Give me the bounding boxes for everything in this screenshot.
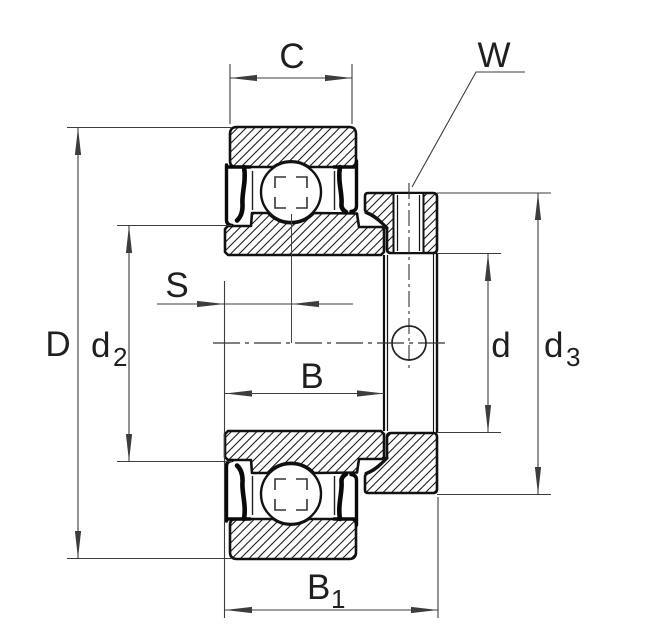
dim-label-D: D <box>45 325 70 364</box>
collar-eccentric-edge-upper <box>364 210 389 230</box>
dimension-d <box>437 252 501 434</box>
dim-label-d3-sub: 3 <box>566 342 580 372</box>
dim-label-S: S <box>165 266 188 305</box>
cage-mark-upper <box>274 176 308 209</box>
dim-label-B1-sub: 1 <box>331 584 345 614</box>
dim-label-d2-sub: 2 <box>113 342 127 372</box>
dim-label-d2: d <box>91 326 110 365</box>
dimension-d3 <box>437 192 551 496</box>
ball-lower <box>259 462 323 526</box>
dimension-B <box>225 390 384 397</box>
collar-eccentric-edge-lower <box>364 456 389 476</box>
seal-lip-edges <box>251 171 336 515</box>
seal-upper-right <box>332 159 359 215</box>
ball-upper <box>259 160 323 224</box>
dim-label-B: B <box>300 357 323 396</box>
seal-lower-left <box>224 458 252 523</box>
dim-label-W: W <box>477 36 510 75</box>
dimension-D <box>67 126 231 560</box>
leader-line-W <box>411 71 525 188</box>
dimension-S <box>157 300 353 308</box>
dimension-d2 <box>117 224 232 463</box>
cage-mark-lower <box>274 478 308 511</box>
dim-label-d: d <box>491 326 510 365</box>
dim-label-d3: d <box>544 326 563 365</box>
seal-upper-left <box>224 163 252 228</box>
set-screw-hole-circle <box>391 325 427 361</box>
dim-label-C: C <box>279 37 304 76</box>
seal-lower-right <box>332 471 359 527</box>
dimension-B1 <box>223 281 439 618</box>
dimension-C <box>229 64 353 124</box>
dim-label-B1: B <box>307 568 330 607</box>
